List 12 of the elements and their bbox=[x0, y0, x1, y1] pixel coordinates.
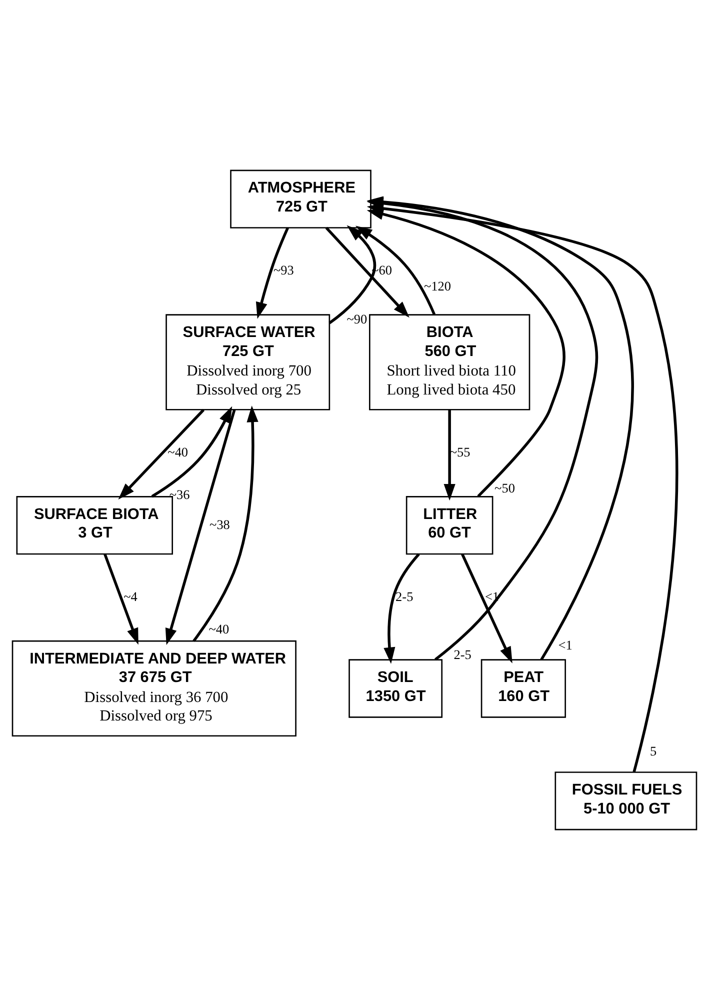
edge-label: ~4 bbox=[124, 588, 138, 604]
edge-label: ~90 bbox=[346, 311, 368, 326]
edge-label: ~40 bbox=[168, 444, 188, 460]
edge-label: ~38 bbox=[210, 516, 230, 532]
edge-label: ~93 bbox=[273, 262, 294, 278]
edge-label: ~50 bbox=[494, 480, 515, 496]
edge-label: <1 bbox=[558, 637, 572, 652]
edge-label: 2-5 bbox=[454, 647, 472, 662]
edge-label: 5 bbox=[650, 744, 657, 759]
edge-label: 2-5 bbox=[396, 588, 414, 604]
edge-label: ~40 bbox=[208, 621, 230, 636]
edge-label: ~120 bbox=[424, 278, 451, 294]
